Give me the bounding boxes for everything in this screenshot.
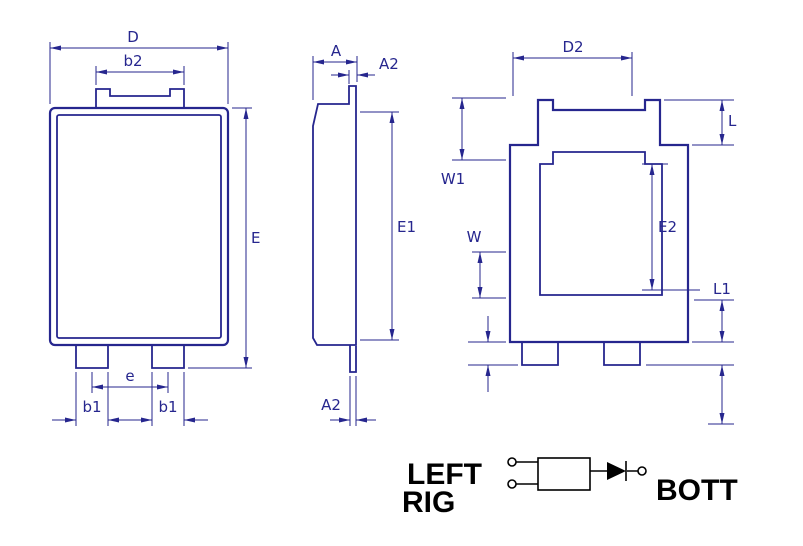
dim-E-label: E bbox=[251, 229, 260, 247]
schematic-bottom-label: BOTT bbox=[656, 474, 738, 507]
dim-W1-label: W1 bbox=[441, 170, 465, 188]
dim-L-label: L bbox=[728, 112, 737, 130]
back-view: D2 L E2 W L1 bbox=[467, 38, 737, 425]
dim-A2-top-witness-lines bbox=[348, 70, 358, 84]
dim-b1-witness-lines bbox=[75, 372, 185, 426]
terminal-circle-bottom-left bbox=[507, 479, 517, 489]
dim-pad-height-witness-lines bbox=[468, 341, 518, 366]
front-leg-left bbox=[75, 345, 109, 369]
dim-D-witness-lines bbox=[49, 42, 229, 104]
diode-anode-triangle bbox=[607, 462, 626, 480]
dim-D2-label: D2 bbox=[562, 38, 583, 56]
dim-E1-witness-lines bbox=[360, 111, 399, 341]
dim-L1-witness-lines bbox=[692, 299, 734, 343]
dim-b2-witness-lines bbox=[95, 66, 185, 85]
dim-b1-right-label: b1 bbox=[158, 398, 177, 416]
front-top-tab bbox=[95, 88, 185, 108]
dim-A-label: A bbox=[331, 42, 342, 60]
terminal-circle-top-left bbox=[507, 457, 517, 467]
terminal-circle-right bbox=[637, 466, 647, 476]
front-leg-right bbox=[151, 345, 185, 369]
dim-bottom-right-witness-lines bbox=[646, 364, 734, 425]
side-body bbox=[312, 85, 357, 346]
back-pad-left bbox=[521, 342, 559, 366]
dim-D-label: D bbox=[127, 28, 139, 46]
dim-W-label: W bbox=[467, 228, 482, 246]
dim-E-witness-lines bbox=[188, 107, 252, 369]
dim-A-witness-lines bbox=[312, 56, 358, 100]
front-body-inner bbox=[56, 114, 222, 339]
schematic-wires bbox=[516, 461, 638, 485]
dim-A2-bottom-witness-lines bbox=[349, 376, 357, 426]
package-box bbox=[537, 457, 591, 491]
dim-b2-label: b2 bbox=[123, 52, 142, 70]
dim-W1-witness-lines bbox=[452, 97, 506, 161]
dim-e-label: e bbox=[125, 367, 134, 385]
dim-E2-label: E2 bbox=[658, 218, 677, 236]
schematic-right-label: RIG bbox=[402, 486, 455, 519]
polarity-schematic: LEFT RIG BOTT bbox=[402, 457, 738, 519]
dim-A2-bottom-label: A2 bbox=[321, 396, 341, 414]
dim-L1-label: L1 bbox=[713, 280, 731, 298]
front-view: D b2 E e b1 b1 bbox=[48, 28, 260, 426]
dim-D2-witness-lines bbox=[512, 52, 633, 96]
schematic-left-label: LEFT bbox=[407, 458, 482, 491]
dim-b1-left-label: b1 bbox=[82, 398, 101, 416]
back-outline bbox=[508, 98, 690, 344]
dim-E1-label: E1 bbox=[397, 218, 416, 236]
side-view: A A2 E1 W1 A2 bbox=[312, 42, 506, 426]
dim-L-witness-lines bbox=[664, 99, 734, 146]
front-body-outer bbox=[48, 106, 230, 347]
dim-W-witness-lines bbox=[472, 251, 506, 299]
dim-e-witness-lines bbox=[91, 372, 169, 393]
back-pad-right bbox=[603, 342, 641, 366]
side-bottom-pin bbox=[349, 345, 357, 373]
back-window bbox=[539, 151, 663, 296]
dim-A2-top-label: A2 bbox=[379, 55, 399, 73]
